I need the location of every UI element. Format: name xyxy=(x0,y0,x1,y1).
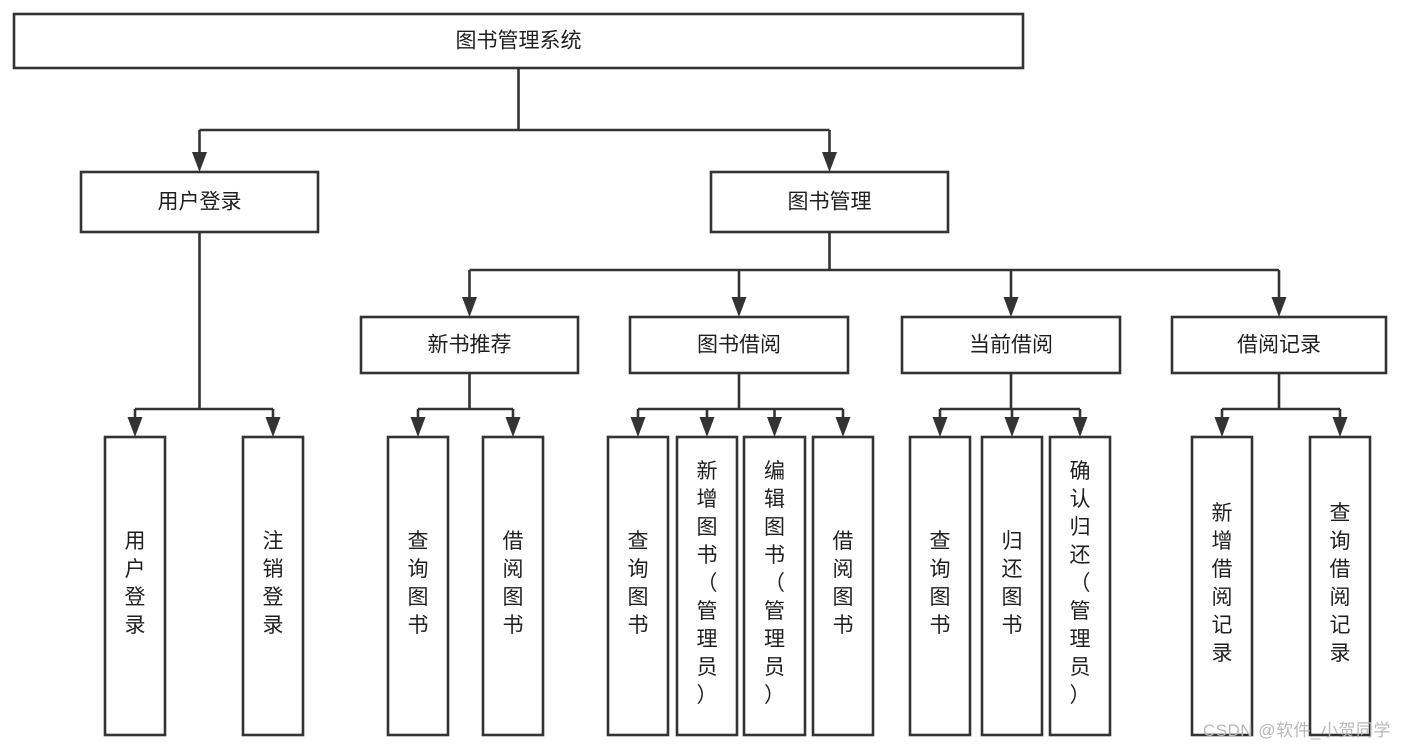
node-user-login-label: 用户登录 xyxy=(158,191,242,214)
node-root[interactable]: 图书管理系统 xyxy=(12,12,1025,70)
node-leaf-add-borrow-record-box xyxy=(1190,435,1254,737)
arrow-head-icon xyxy=(265,417,281,437)
node-leaf-confirm-return-admin-label: 确认归还（管理员） xyxy=(1070,460,1091,707)
node-leaf-query-borrow-record[interactable]: 查询借阅记录 xyxy=(1308,435,1372,737)
node-leaf-query-book-current[interactable]: 查询图书 xyxy=(908,435,972,737)
node-leaf-add-book-admin-label: 新增图书（管理员） xyxy=(697,460,718,707)
node-leaf-borrow-book-recommend-box xyxy=(481,435,545,737)
node-current-borrow[interactable]: 当前借阅 xyxy=(900,315,1122,375)
node-leaf-query-book-recommend-box xyxy=(386,435,450,737)
node-leaf-query-book-borrow-box xyxy=(606,435,670,737)
node-book-borrow-box xyxy=(628,315,850,375)
node-leaf-borrow-book-box xyxy=(811,435,875,737)
node-leaf-add-book-admin[interactable]: 新增图书（管理员） xyxy=(675,435,739,737)
node-leaf-user-login-box xyxy=(103,435,167,737)
node-leaf-user-login-label: 用户登录 xyxy=(125,530,146,637)
node-leaf-query-borrow-record-box xyxy=(1308,435,1372,737)
arrow-head-icon xyxy=(699,417,715,437)
node-leaf-logout-login[interactable]: 注销登录 xyxy=(241,435,305,737)
node-borrow-record-box xyxy=(1170,315,1388,375)
node-root-box xyxy=(12,12,1025,70)
node-leaf-query-book-borrow[interactable]: 查询图书 xyxy=(606,435,670,737)
node-book-borrow-label: 图书借阅 xyxy=(697,334,781,357)
node-leaf-borrow-book-recommend-label: 借阅图书 xyxy=(503,530,524,637)
arrow-head-icon xyxy=(192,152,207,172)
node-leaf-logout-login-label: 注销登录 xyxy=(263,530,284,637)
arrow-head-icon xyxy=(1003,297,1019,317)
watermark-text: CSDN @软件_小贺同学 xyxy=(1202,721,1391,740)
arrow-head-icon xyxy=(1072,417,1088,437)
node-leaf-return-book[interactable]: 归还图书 xyxy=(980,435,1044,737)
arrow-head-icon xyxy=(127,417,143,437)
arrow-head-icon xyxy=(505,417,521,437)
node-leaf-return-book-box xyxy=(980,435,1044,737)
node-leaf-return-book-label: 归还图书 xyxy=(1002,530,1023,637)
node-current-borrow-box xyxy=(900,315,1122,375)
arrow-head-icon xyxy=(1271,297,1287,317)
node-leaf-logout-login-box xyxy=(241,435,305,737)
node-leaf-query-borrow-record-label: 查询借阅记录 xyxy=(1330,502,1351,665)
node-book-borrow[interactable]: 图书借阅 xyxy=(628,315,850,375)
node-leaf-user-login[interactable]: 用户登录 xyxy=(103,435,167,737)
node-leaf-confirm-return-admin[interactable]: 确认归还（管理员） xyxy=(1048,435,1112,737)
arrow-head-icon xyxy=(932,417,948,437)
node-new-book-recommend-box xyxy=(359,315,580,375)
arrow-head-icon xyxy=(630,417,646,437)
arrow-head-icon xyxy=(1332,417,1348,437)
node-borrow-record-label: 借阅记录 xyxy=(1237,334,1321,357)
node-book-management-label: 图书管理 xyxy=(788,191,872,214)
node-leaf-add-borrow-record[interactable]: 新增借阅记录 xyxy=(1190,435,1254,737)
node-leaf-borrow-book-label: 借阅图书 xyxy=(833,530,854,637)
node-leaf-confirm-return-admin-box xyxy=(1048,435,1112,737)
arrow-head-icon xyxy=(767,417,782,437)
arrow-head-icon xyxy=(462,297,477,317)
node-book-management[interactable]: 图书管理 xyxy=(709,170,950,234)
node-layer: 图书管理系统用户登录图书管理新书推荐图书借阅当前借阅借阅记录用户登录注销登录查询… xyxy=(12,12,1388,737)
node-leaf-borrow-book[interactable]: 借阅图书 xyxy=(811,435,875,737)
node-user-login-box xyxy=(79,170,320,234)
node-new-book-recommend-label: 新书推荐 xyxy=(428,334,512,357)
node-leaf-edit-book-admin-label: 编辑图书（管理员） xyxy=(764,460,785,707)
node-leaf-add-book-admin-box xyxy=(675,435,739,737)
node-leaf-add-borrow-record-label: 新增借阅记录 xyxy=(1212,502,1233,665)
node-leaf-borrow-book-recommend[interactable]: 借阅图书 xyxy=(481,435,545,737)
arrow-head-icon xyxy=(731,297,747,317)
arrow-head-icon xyxy=(1004,417,1020,437)
connector-layer xyxy=(127,68,1348,437)
arrow-head-icon xyxy=(1214,417,1230,437)
arrow-head-icon xyxy=(835,417,851,437)
node-borrow-record[interactable]: 借阅记录 xyxy=(1170,315,1388,375)
node-leaf-query-book-borrow-label: 查询图书 xyxy=(628,530,649,637)
node-leaf-query-book-current-label: 查询图书 xyxy=(930,530,951,637)
node-book-management-box xyxy=(709,170,950,234)
node-new-book-recommend[interactable]: 新书推荐 xyxy=(359,315,580,375)
node-leaf-query-book-recommend[interactable]: 查询图书 xyxy=(386,435,450,737)
node-root-label: 图书管理系统 xyxy=(456,30,582,53)
node-leaf-query-book-current-box xyxy=(908,435,972,737)
node-leaf-edit-book-admin-box xyxy=(742,435,807,737)
node-leaf-edit-book-admin[interactable]: 编辑图书（管理员） xyxy=(742,435,807,737)
arrow-head-icon xyxy=(410,417,426,437)
node-leaf-query-book-recommend-label: 查询图书 xyxy=(408,530,429,637)
arrow-head-icon xyxy=(822,152,837,172)
node-current-borrow-label: 当前借阅 xyxy=(969,334,1053,357)
node-user-login[interactable]: 用户登录 xyxy=(79,170,320,234)
